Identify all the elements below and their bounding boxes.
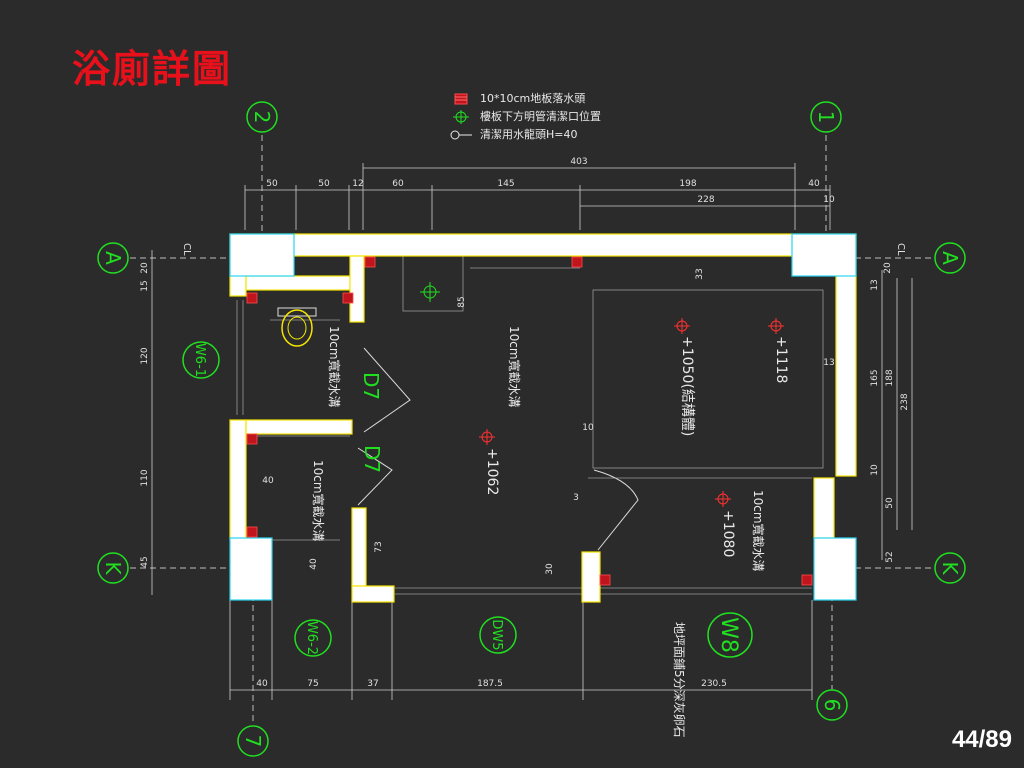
legend-floor-drain: 10*10cm地板落水頭 [450,90,601,108]
trench-label-1: 10cm寬截水溝 [327,326,342,408]
grid-label-6: 6 [820,699,844,712]
grid-label-a-right: A [938,251,962,265]
centerline-left: CL [181,243,192,256]
dimension-lines [151,163,913,700]
cleanout-icon [420,282,440,302]
dim-top-sub: 228 [697,195,714,205]
page-number: 44/89 [951,726,1012,753]
floor-drains [246,256,813,586]
dim-bottom-4: 230.5 [701,679,727,689]
level-label-1118: +1118 [773,336,789,383]
dim-inner-30: 30 [545,563,555,575]
dim-right-4: 238 [900,393,910,410]
dim-right-0: 20 [883,262,893,274]
dim-inner-40b: 40 [309,558,319,570]
dim-left-1: 15 [140,280,150,291]
window-tag-dw5: DW5 [489,619,504,650]
floor-finish-note: 地坪面鋪5分深灰卵石 [672,622,687,738]
legend-faucet: 清潔用水龍頭H=40 [450,126,601,144]
dim-top-0: 50 [266,179,278,189]
level-label-1080: +1080 [720,510,736,557]
door-tag-d7-lower: D7 [360,445,384,473]
trench-label-2: 10cm寬截水溝 [507,326,522,408]
dim-bottom-2: 37 [367,679,378,689]
level-markers [479,318,784,507]
dim-left-2: 120 [140,347,150,364]
dim-top-2: 12 [352,179,363,189]
window-tag-w6-1: W6-1 [192,343,207,377]
dim-top-4: 145 [497,179,514,189]
dim-inner-10: 10 [582,423,594,433]
dim-right-7: 52 [885,551,895,562]
floor-drain-icon [450,92,472,106]
toilet [277,307,317,347]
grid-label-a-left: A [101,251,125,265]
dim-inner-13: 13 [823,358,834,368]
dim-bottom-0: 40 [256,679,268,689]
dim-bottom-1: 75 [307,679,318,689]
legend-cleanout: 樓板下方明管清潔口位置 [450,108,601,126]
cleanout-icon [450,110,472,124]
columns [229,233,857,601]
dim-right-6: 50 [885,497,895,509]
dim-inner-3: 3 [573,493,579,503]
dim-top-sub-end: 10 [823,195,835,205]
dim-left-4: 45 [140,556,150,567]
grid-label-k-left: K [101,561,125,575]
window-tag-w8: W8 [716,617,741,653]
dim-top-6: 40 [808,179,820,189]
dim-top-3: 60 [392,179,404,189]
dim-top-5: 198 [679,179,696,189]
trench-label-4: 10cm寬截水溝 [751,490,766,572]
page-title: 浴廁詳圖 [72,47,233,91]
legend: 10*10cm地板落水頭 樓板下方明管清潔口位置 清潔用水龍頭H=40 [450,90,601,144]
centerline-right: CL [895,243,906,256]
dim-bottom-3: 187.5 [477,679,503,689]
grid-label-1: 1 [814,111,838,124]
dim-top-1: 50 [318,179,330,189]
legend-cleanout-label: 樓板下方明管清潔口位置 [480,110,601,123]
dim-inner-73: 73 [374,541,384,552]
door-tag-d7-upper: D7 [359,372,383,400]
dim-right-5: 10 [870,464,880,476]
level-label-1062: +1062 [484,448,500,495]
grid-label-7: 7 [241,735,265,748]
trench-label-3: 10cm寬截水溝 [311,460,326,542]
dim-inner-85: 85 [457,296,467,307]
dim-inner-33: 33 [695,268,705,279]
dim-top-total: 403 [570,157,587,167]
dim-left-0: 20 [140,262,150,274]
dim-right-2: 165 [870,369,880,386]
dim-right-1: 13 [870,279,880,290]
faucet-icon [450,128,472,142]
dim-inner-40: 40 [262,476,274,486]
doors [357,347,639,551]
interior-lines [236,255,824,595]
legend-faucet-label: 清潔用水龍頭H=40 [480,128,578,141]
dim-left-3: 110 [140,469,150,486]
walls [229,233,857,603]
level-label-1050: +1050(結構體) [679,336,695,436]
legend-floor-drain-label: 10*10cm地板落水頭 [480,92,586,105]
dim-right-3: 188 [885,369,895,386]
grid-label-k-right: K [938,561,962,575]
grid-label-2: 2 [250,111,274,124]
grid-bubbles [97,101,966,757]
window-tag-w6-2: W6-2 [304,621,319,655]
